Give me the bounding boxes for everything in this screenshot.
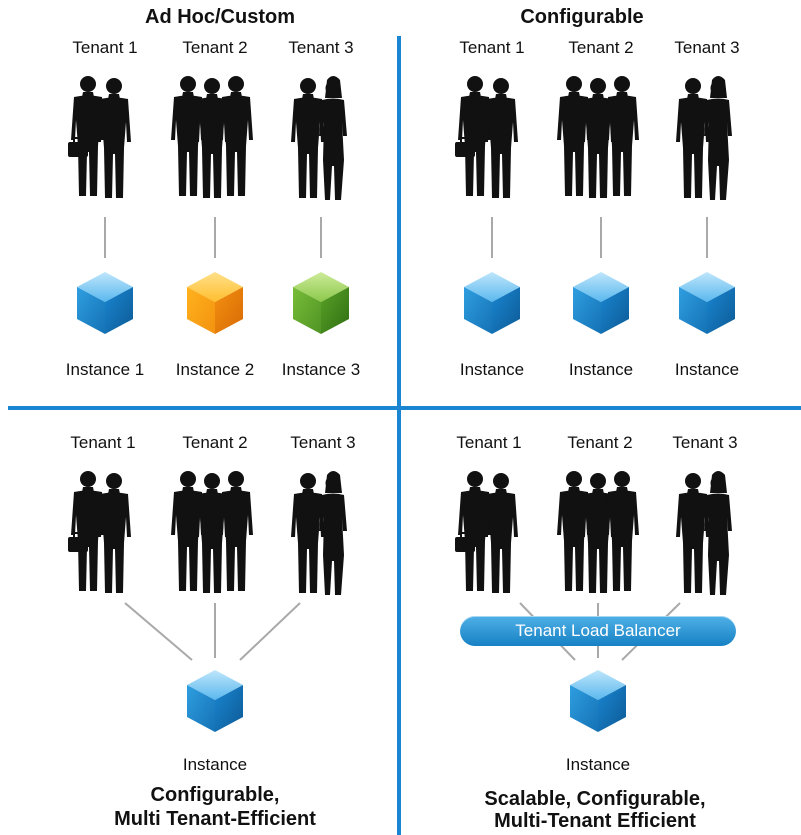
tenant2-people-bl [171,471,253,593]
tenant-label: Tenant 1 [456,433,522,452]
instance-cube-3-tr [679,272,735,334]
tenant-label: Tenant 2 [568,38,634,57]
instance-cube-2-tl [187,272,243,334]
tenant2-people-tr [557,76,639,198]
instance-label: Instance 3 [281,360,361,379]
tenant-label: Tenant 2 [182,433,248,452]
instance-cube-br [570,670,626,732]
instance-label: Instance [459,360,525,379]
instance-label: Instance [674,360,740,379]
quadrant-title-scalable-line1: Scalable, Configurable, [484,788,706,810]
tenant-label: Tenant 3 [290,433,356,452]
tenant3-people-tl [291,76,347,200]
quadrant-title-configurable-multi-tenant-line2: Multi Tenant-Efficient [114,808,316,830]
quadrant-title-ad-hoc: Ad Hoc/Custom [145,6,295,28]
vertical-divider [397,36,401,835]
instance-cube-bl [187,670,243,732]
instance-label: Instance [182,755,248,774]
tenant2-people-br [557,471,639,593]
tenant-label: Tenant 3 [674,38,740,57]
tenant-label: Tenant 1 [72,38,138,57]
tenant1-people-tr [455,76,518,198]
instance-label: Instance 1 [65,360,145,379]
tenant2-people-tl [171,76,253,198]
tenant1-people-bl [68,471,131,593]
quadrant-title-configurable: Configurable [520,6,644,28]
instance-label: Instance [565,755,631,774]
quadrant-title-configurable-multi-tenant-line1: Configurable, [150,784,280,806]
instance-cube-1-tl [77,272,133,334]
connectors-top [104,217,708,258]
tenant-label: Tenant 1 [70,433,136,452]
tenant-label: Tenant 2 [182,38,248,57]
tenant1-people-tl [68,76,131,198]
tenant-label: Tenant 3 [288,38,354,57]
tenant3-people-bl [291,471,347,595]
instance-cube-1-tr [464,272,520,334]
horizontal-divider [8,406,801,410]
instance-label: Instance 2 [175,360,255,379]
tenant3-people-br [676,471,732,595]
tenant-label: Tenant 2 [567,433,633,452]
quadrant-title-scalable-line2: Multi-Tenant Efficient [494,810,696,832]
tenant-label: Tenant 1 [459,38,525,57]
instance-cube-3-tl [293,272,349,334]
tenant-load-balancer: Tenant Load Balancer [460,616,736,646]
tenant3-people-tr [676,76,732,200]
tenant-label: Tenant 3 [672,433,738,452]
tenant1-people-br [455,471,518,593]
instance-cube-2-tr [573,272,629,334]
connectors-bottom-left [124,602,301,661]
instance-label: Instance [568,360,634,379]
